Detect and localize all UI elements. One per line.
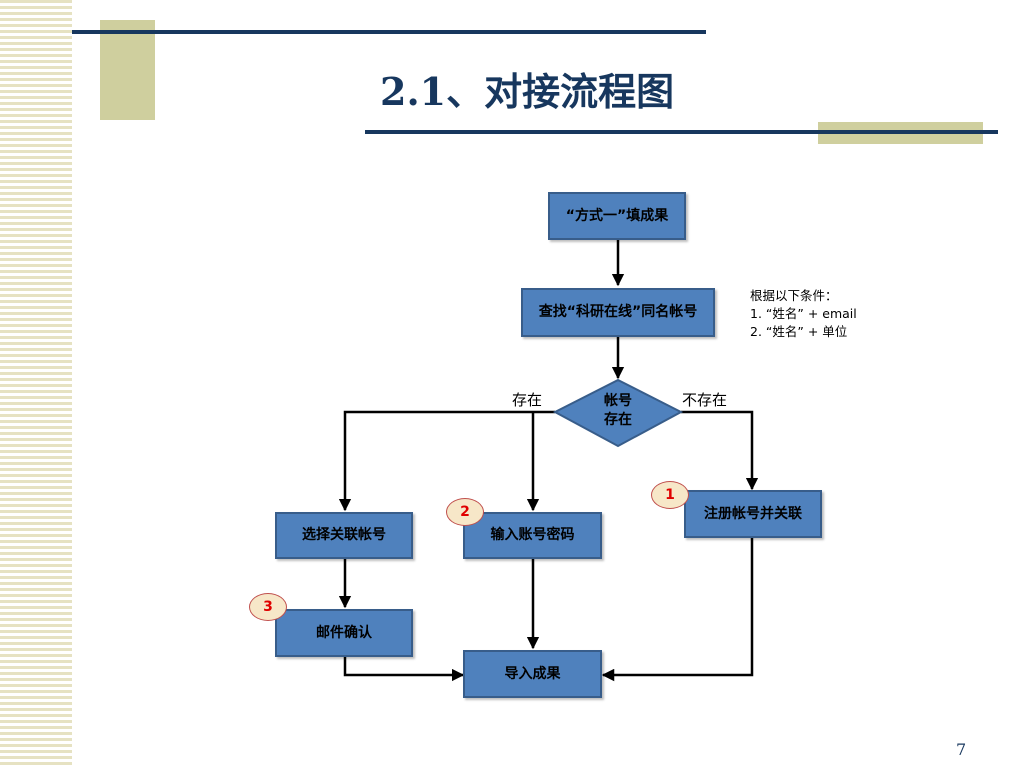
- arrow-register-to-import: [601, 538, 754, 682]
- left-stripe-decoration: [0, 0, 72, 768]
- note-item-1: 1. “姓名” + email: [750, 306, 857, 321]
- top-rule: [72, 30, 706, 34]
- decision-label: 帐号 存在: [604, 393, 632, 428]
- note-heading: 根据以下条件：: [750, 288, 838, 303]
- page-number: 7: [956, 740, 967, 759]
- title-accent-block: [100, 20, 155, 120]
- step-badge-3: 3: [249, 593, 287, 621]
- step-badge-1: 1: [651, 481, 689, 509]
- node-enter-password: 输入账号密码: [463, 512, 602, 559]
- node-start: “方式一”填成果: [548, 192, 686, 240]
- arrow-decision-to-select: [338, 410, 555, 512]
- arrow-decision-to-register: [681, 410, 759, 491]
- arrow-email-to-import: [343, 657, 465, 682]
- branch-label-exists: 存在: [512, 391, 543, 409]
- note-item-2: 2. “姓名” + 单位: [750, 324, 848, 339]
- slide-title: 2.1、对接流程图: [380, 69, 675, 114]
- node-register: 注册帐号并关联: [684, 490, 822, 538]
- node-lookup: 查找“科研在线”同名帐号: [521, 288, 715, 337]
- branch-label-not-exists: 不存在: [682, 391, 728, 409]
- lookup-conditions-note: 根据以下条件： 1. “姓名” + email 2. “姓名” + 单位: [750, 287, 857, 341]
- node-import: 导入成果: [463, 650, 602, 698]
- title-underline-overlay: [365, 130, 998, 134]
- node-select-account: 选择关联帐号: [275, 512, 413, 559]
- step-badge-2: 2: [446, 498, 484, 526]
- node-email-confirm: 邮件确认: [275, 609, 413, 657]
- decision-diamond: [552, 378, 684, 448]
